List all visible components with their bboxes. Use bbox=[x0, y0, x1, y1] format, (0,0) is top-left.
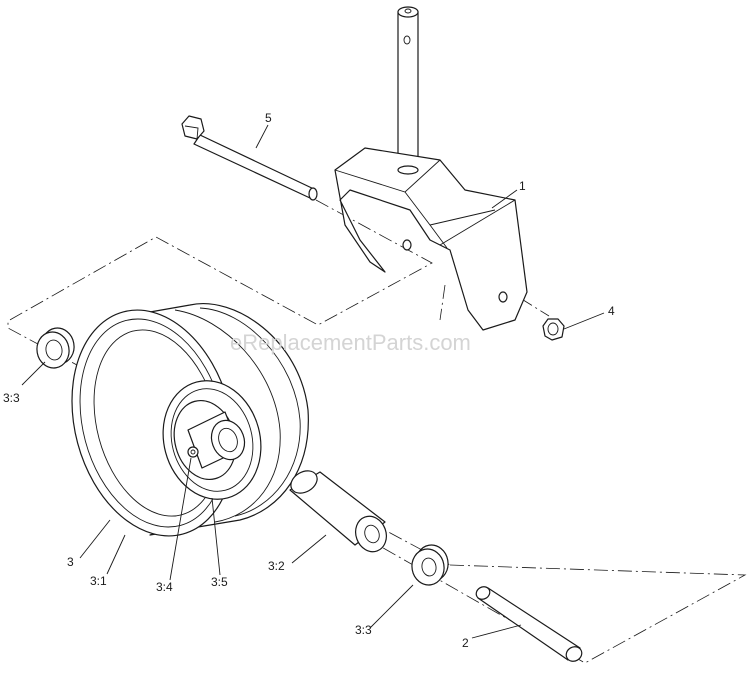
part-3-wheel-assembly bbox=[71, 303, 309, 537]
callout-labels: 5 1 4 3:3 3 3:1 3:4 3:5 3:2 3:3 2 bbox=[3, 111, 615, 650]
watermark: eReplacementParts.com bbox=[230, 330, 471, 355]
callout-3-5: 3:5 bbox=[211, 575, 228, 589]
callout-3-1: 3:1 bbox=[90, 574, 107, 588]
part-3-2-spacer-tube bbox=[289, 470, 387, 553]
callout-3-3-left: 3:3 bbox=[3, 391, 20, 405]
callout-1: 1 bbox=[519, 179, 526, 193]
callout-5: 5 bbox=[265, 111, 272, 125]
leader-lines bbox=[21, 124, 605, 639]
callout-3-3-right: 3:3 bbox=[355, 623, 372, 637]
callout-3-4: 3:4 bbox=[156, 580, 173, 594]
part-3-3-bearing-right bbox=[411, 544, 449, 586]
callout-2: 2 bbox=[462, 636, 469, 650]
part-3-4-grease-fitting bbox=[187, 446, 199, 458]
callout-3: 3 bbox=[67, 555, 74, 569]
part-2-axle-pin bbox=[475, 586, 583, 662]
part-1-caster-fork bbox=[334, 6, 528, 331]
assembly-centerlines bbox=[7, 199, 747, 664]
callout-3-2: 3:2 bbox=[268, 559, 285, 573]
part-3-3-bearing-left bbox=[36, 327, 75, 369]
part-5-bolt bbox=[181, 115, 318, 201]
part-4-lock-nut bbox=[542, 318, 565, 341]
callout-4: 4 bbox=[608, 304, 615, 318]
